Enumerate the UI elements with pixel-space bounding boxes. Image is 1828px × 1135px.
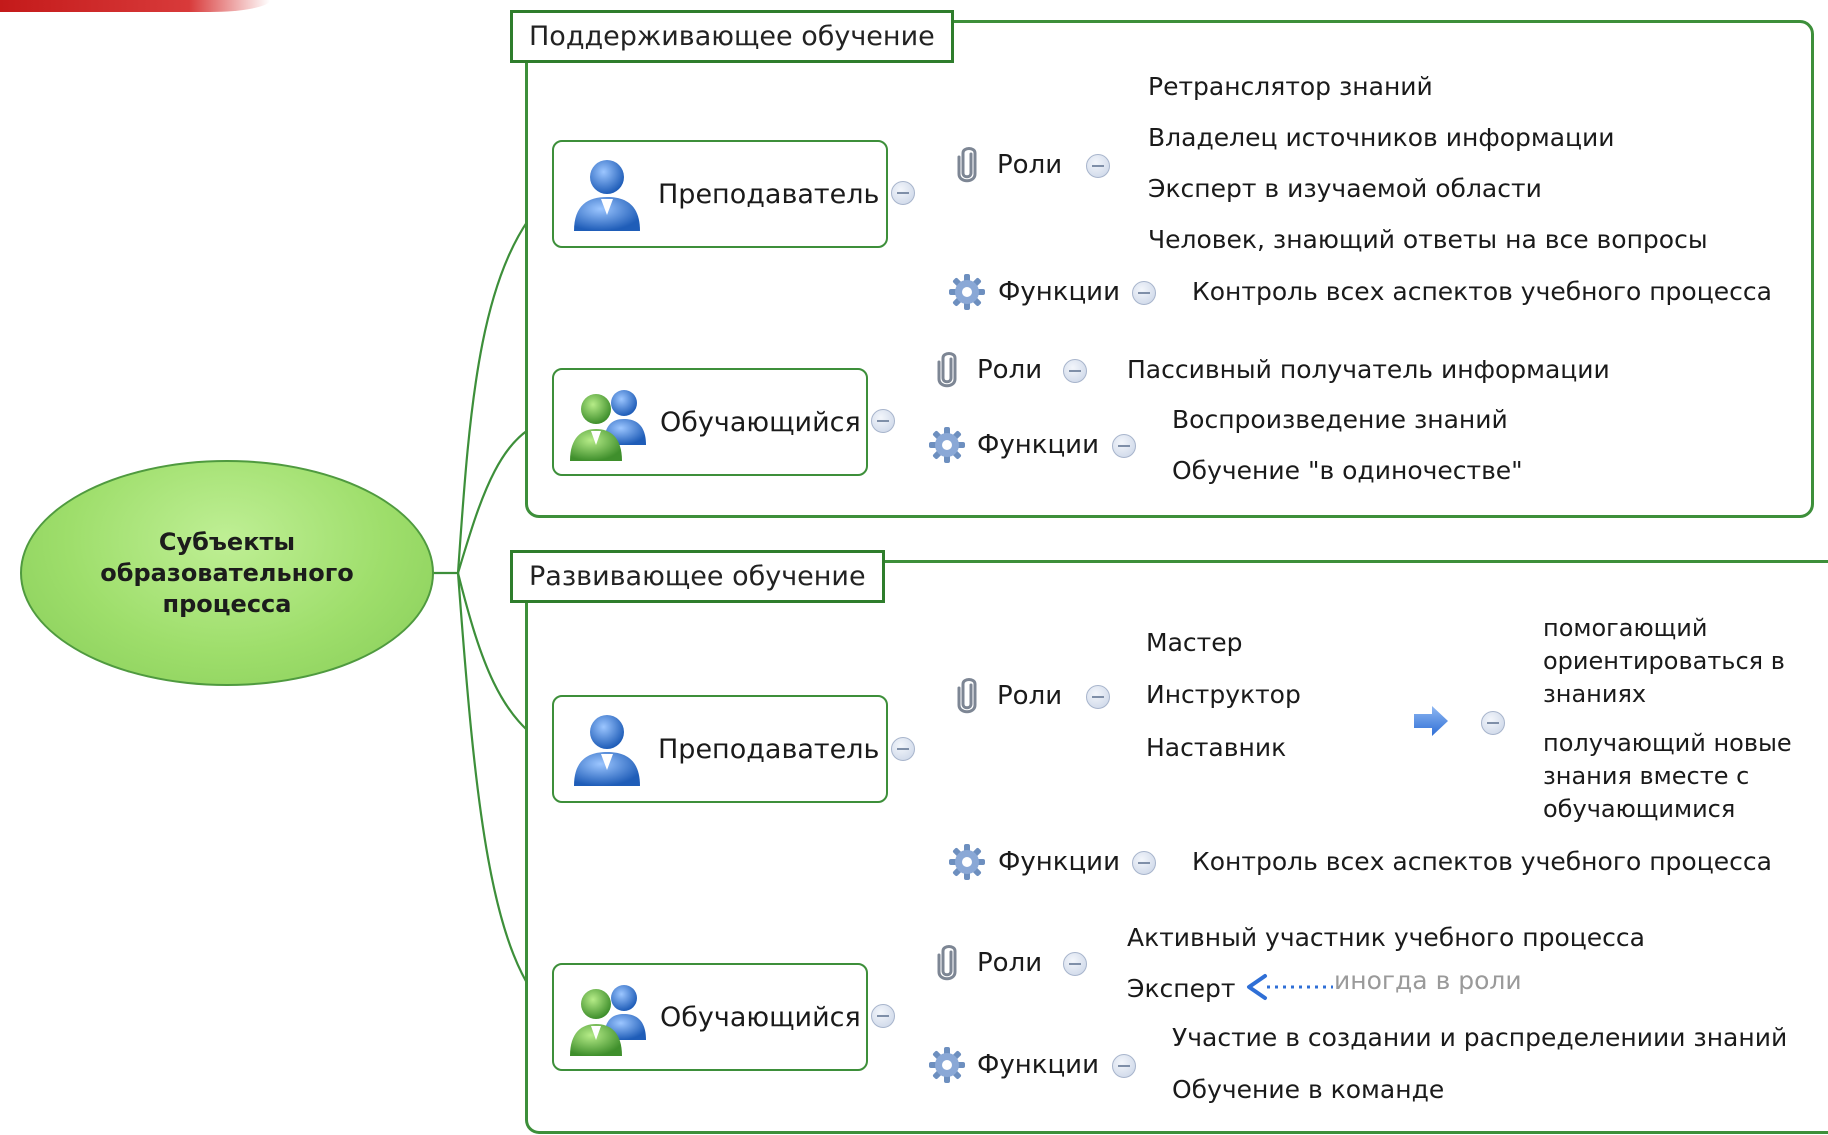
actor-label: Преподаватель: [658, 178, 880, 210]
people-green-blue-icon: [570, 390, 646, 461]
actor-label: Преподаватель: [658, 733, 880, 765]
role-item: Активный участник учебного процесса: [1127, 923, 1645, 952]
role-item: Владелец источников информации: [1148, 123, 1615, 152]
roles-label: Роли: [997, 150, 1063, 180]
functions-label: Функции: [998, 847, 1120, 877]
function-item: Обучение "в одиночестве": [1172, 456, 1523, 485]
arrow-right-icon: [1414, 706, 1448, 736]
roles-label: Роли: [977, 355, 1043, 385]
role-item: Человек, знающий ответы на все вопросы: [1148, 225, 1708, 254]
gear-icon: [929, 427, 965, 463]
function-item: Контроль всех аспектов учебного процесса: [1192, 277, 1772, 306]
collapse-minus-icon[interactable]: [871, 1004, 895, 1028]
role-item: Наставник: [1146, 733, 1287, 762]
role-result-item: помогающий ориентироваться в знаниях: [1543, 614, 1785, 708]
role-item: Инструктор: [1146, 680, 1301, 709]
function-item: Воспроизведение знаний: [1172, 405, 1508, 434]
role-item: Ретранслятор знаний: [1148, 72, 1433, 101]
actor-learner-supportive[interactable]: Обучающийся: [552, 368, 868, 476]
person-blue-icon: [574, 715, 640, 786]
paperclip-icon: [957, 147, 977, 183]
functions-label: Функции: [977, 430, 1099, 460]
collapse-minus-icon[interactable]: [1132, 281, 1156, 305]
role-item: Мастер: [1146, 628, 1243, 657]
gear-icon: [929, 1047, 965, 1083]
role-item: Эксперт в изучаемой области: [1148, 174, 1542, 203]
actor-learner-developmental[interactable]: Обучающийся: [552, 963, 868, 1071]
corner-ribbon: [0, 0, 270, 12]
paperclip-icon: [957, 678, 977, 714]
collapse-minus-icon[interactable]: [1112, 1054, 1136, 1078]
role-item: Эксперт: [1127, 974, 1236, 1003]
gear-icon: [949, 274, 985, 310]
gear-icon: [949, 844, 985, 880]
collapse-minus-icon[interactable]: [1063, 952, 1087, 976]
collapse-minus-icon[interactable]: [891, 181, 915, 205]
person-blue-icon: [574, 160, 640, 231]
role-item: Пассивный получатель информации: [1127, 355, 1610, 384]
dotted-arrow-left-icon: [1247, 974, 1333, 1000]
roles-label: Роли: [977, 948, 1043, 978]
function-item: Участие в создании и распределениии знан…: [1172, 1023, 1788, 1052]
functions-label: Функции: [998, 277, 1120, 307]
function-item: Обучение в команде: [1172, 1075, 1445, 1104]
collapse-minus-icon[interactable]: [891, 737, 915, 761]
actor-label: Обучающийся: [660, 406, 861, 438]
group-title-supportive: Поддерживающее обучение: [510, 10, 954, 63]
actor-label: Обучающийся: [660, 1001, 861, 1033]
roles-label: Роли: [997, 681, 1063, 711]
role-result-item: получающий новые знания вместе с обучающ…: [1543, 729, 1792, 823]
collapse-minus-icon[interactable]: [1112, 434, 1136, 458]
collapse-minus-icon[interactable]: [1086, 685, 1110, 709]
people-green-blue-icon: [570, 985, 646, 1056]
paperclip-icon: [937, 352, 957, 388]
group-title-developmental: Развивающее обучение: [510, 550, 885, 603]
actor-teacher-developmental[interactable]: Преподаватель: [552, 695, 888, 803]
function-item: Контроль всех аспектов учебного процесса: [1192, 847, 1772, 876]
collapse-minus-icon[interactable]: [1086, 154, 1110, 178]
root-label: Субъекты образовательного процесса: [100, 527, 354, 618]
collapse-minus-icon[interactable]: [1481, 711, 1505, 735]
functions-label: Функции: [977, 1050, 1099, 1080]
actor-teacher-supportive[interactable]: Преподаватель: [552, 140, 888, 248]
collapse-minus-icon[interactable]: [1063, 359, 1087, 383]
role-note: иногда в роли: [1334, 966, 1522, 995]
collapse-minus-icon[interactable]: [871, 409, 895, 433]
root-node[interactable]: Субъекты образовательного процесса: [20, 460, 434, 686]
paperclip-icon: [937, 945, 957, 981]
collapse-minus-icon[interactable]: [1132, 851, 1156, 875]
